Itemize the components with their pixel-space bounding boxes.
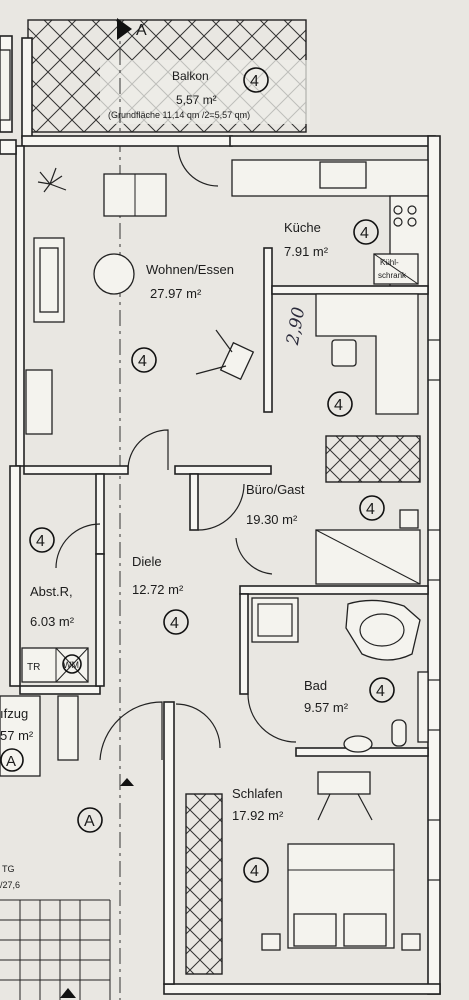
wall-office-west: [189, 473, 199, 531]
room-bad-name: Bad: [304, 678, 327, 693]
room-kueche-name: Küche: [284, 220, 321, 235]
door-office: [197, 483, 245, 531]
room-kueche-area: 7.91 m²: [284, 244, 329, 259]
tag-schlafen: 4: [250, 863, 259, 880]
door-entrance: [99, 701, 163, 761]
section-marker: A: [136, 22, 147, 39]
wall-north: [21, 135, 233, 147]
room-aufzug-area: 57 m²: [0, 728, 34, 743]
wall-living-south: [23, 465, 129, 475]
room-schlafen-area: 17.92 m²: [232, 808, 284, 823]
shower: [251, 597, 299, 643]
wall-hall-south: [163, 701, 175, 985]
room-wohnen-area: 27.97 m²: [150, 286, 202, 301]
toilet: [391, 719, 407, 747]
door-balcony: [177, 145, 219, 187]
entrance-arrow-icon: [120, 778, 134, 786]
room-balkon-area: 5,57 m²: [176, 93, 217, 107]
tag-circle-schlafen: [243, 857, 269, 883]
elevator-shaft: [0, 695, 41, 777]
office-shelf-hatched: [325, 435, 421, 483]
desk-lamp: [219, 341, 255, 381]
tag-balkon: 4: [250, 73, 259, 90]
tag-stair: A: [84, 813, 95, 830]
room-balkon-note: (Grundfläche 11,14 qm /2=5,57 qm): [108, 110, 250, 120]
coffee-table: [93, 253, 135, 295]
appliance-wm: WM: [63, 660, 79, 670]
door-living: [127, 429, 169, 471]
wall-kitchen-office: [263, 247, 273, 413]
wall-north-right: [229, 135, 436, 147]
bathtub: [345, 599, 421, 661]
tag-buero: 4: [366, 501, 375, 518]
room-diele-name: Diele: [132, 554, 162, 569]
room-balkon-name: Balkon: [172, 69, 209, 83]
wall-west-living: [15, 145, 25, 467]
tag-diele: 4: [170, 615, 179, 632]
tag-circle-wohnen: [131, 347, 157, 373]
door-diele-office: [235, 537, 273, 575]
windows: [428, 339, 440, 881]
tag-circle-aufzug: [0, 748, 24, 772]
office-desk: [315, 293, 419, 415]
tag-circle-mid: [327, 391, 353, 417]
bed-lamp-shape: [317, 771, 371, 795]
tag-mid-right: 4: [334, 397, 343, 414]
tag-circle-stair: [77, 807, 103, 833]
tag-aufzug: A: [6, 753, 16, 770]
wall-abst-east: [95, 473, 105, 555]
wall-left-top: [21, 37, 33, 139]
office-chair: [331, 339, 357, 367]
room-abst-name: Abst.R,: [30, 584, 73, 599]
grid-value: /27,6: [0, 880, 20, 890]
wall-abst-south: [19, 685, 101, 695]
washer-dryer-box: [21, 647, 89, 683]
wall-south: [163, 983, 441, 995]
door-abst: [55, 523, 101, 569]
stove-icon: [393, 205, 417, 227]
tag-wohnen: 4: [138, 353, 147, 370]
tag-left-top: 4: [36, 533, 45, 550]
room-buero-name: Büro/Gast: [246, 482, 305, 497]
tag-kueche: 4: [360, 225, 369, 242]
tag-circle-balkon: [243, 67, 269, 93]
room-buero-area: 19.30 m²: [246, 512, 298, 527]
grid-label: TG: [2, 864, 15, 874]
plant-icon: [37, 167, 67, 193]
handwritten-dimension: 2,90: [283, 305, 309, 347]
washbasin: [343, 735, 373, 753]
wall-bath-west: [239, 593, 249, 695]
wm-circle: [62, 654, 82, 674]
armchair: [25, 369, 53, 435]
room-abst-area: 6.03 m²: [30, 614, 75, 629]
room-wohnen-name: Wohnen/Essen: [146, 262, 234, 277]
tag-circle-bad: [369, 677, 395, 703]
wall-bath-north: [239, 585, 429, 595]
tag-bad: 4: [376, 683, 385, 700]
tag-circle-left: [29, 527, 55, 553]
staircase: [0, 899, 111, 1000]
wall-west-mid: [9, 465, 21, 687]
door-bedroom: [175, 703, 221, 749]
room-aufzug-name: ıfzug: [0, 706, 28, 721]
tag-circle-buero: [359, 495, 385, 521]
room-schlafen-name: Schlafen: [232, 786, 283, 801]
wall-east: [427, 135, 441, 995]
tag-circle-kueche: [353, 219, 379, 245]
room-diele-area: 12.72 m²: [132, 582, 184, 597]
wardrobe-hatched: [185, 793, 223, 975]
tag-circle-diele: [163, 609, 189, 635]
room-bad-area: 9.57 m²: [304, 700, 349, 715]
appliance-tr: TR: [27, 662, 40, 673]
section-arrow-icon: [117, 18, 132, 40]
door-bath: [247, 693, 297, 743]
fridge-label-1: Kühl-: [380, 258, 399, 267]
fridge-label-2: schrank: [378, 271, 407, 280]
sink-icon: [319, 161, 367, 189]
